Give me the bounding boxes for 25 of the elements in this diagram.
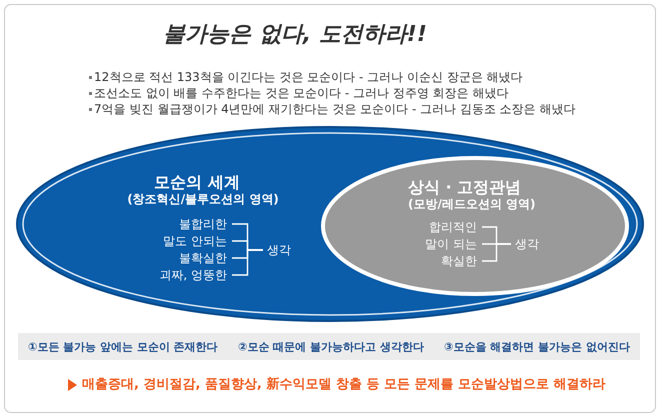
term-label: 불확실한 bbox=[179, 250, 227, 266]
note-text: 7억을 빚진 월급쟁이가 4년만에 재기한다는 것은 모순이다 - 그러나 김동조 소장은 해냈다 bbox=[94, 102, 576, 116]
ellipse-region bbox=[16, 126, 644, 322]
statement-text: ②모순 때문에 불가능하다고 생각한다 bbox=[238, 340, 424, 354]
region-subtitle: (모방/레드오션의 영역) bbox=[408, 196, 536, 212]
title-heading: 불가능은 없다, 도전하라!! bbox=[163, 22, 427, 48]
statement-text: ③모순을 해결하면 불가능은 없어진다 bbox=[444, 340, 630, 354]
term-label: 합리적인 bbox=[429, 220, 477, 234]
region-heading: 모순의 세계 bbox=[154, 172, 240, 192]
term-label: 불합리한 bbox=[179, 216, 227, 232]
term-label: 확실한 bbox=[441, 254, 477, 268]
term-label: 괴짜, 엉뚱한 bbox=[159, 268, 227, 282]
statement-text: ①모든 불가능 앞에는 모순이 존재한다 bbox=[28, 340, 218, 354]
ellipse-region bbox=[321, 156, 629, 296]
region-heading: 상식 · 고정관념 bbox=[408, 177, 522, 197]
term-label: 생각 bbox=[515, 236, 539, 252]
note-text: 12척으로 적선 133척을 이긴다는 것은 모순이다 - 그러나 이순신 장군은 해냈다 bbox=[94, 70, 523, 84]
term-label: 생각 bbox=[267, 242, 291, 258]
conclusion-text: 매출증대, 경비절감, 품질향상, 新수익모델 창출 등 모든 문제를 모순발상법으로 해결하라 bbox=[82, 377, 606, 393]
region-subtitle: (창조혁신/블루오션의 영역) bbox=[127, 192, 279, 206]
term-label: 말도 안되는 bbox=[163, 234, 227, 248]
bracket-line bbox=[482, 243, 511, 262]
term-label: 말이 되는 bbox=[425, 236, 477, 252]
bracket-line bbox=[232, 249, 263, 276]
note-text: 조선소도 없이 배를 수주한다는 것은 모순이다 - 그러나 정주영 회장은 해냈다 bbox=[94, 86, 508, 100]
